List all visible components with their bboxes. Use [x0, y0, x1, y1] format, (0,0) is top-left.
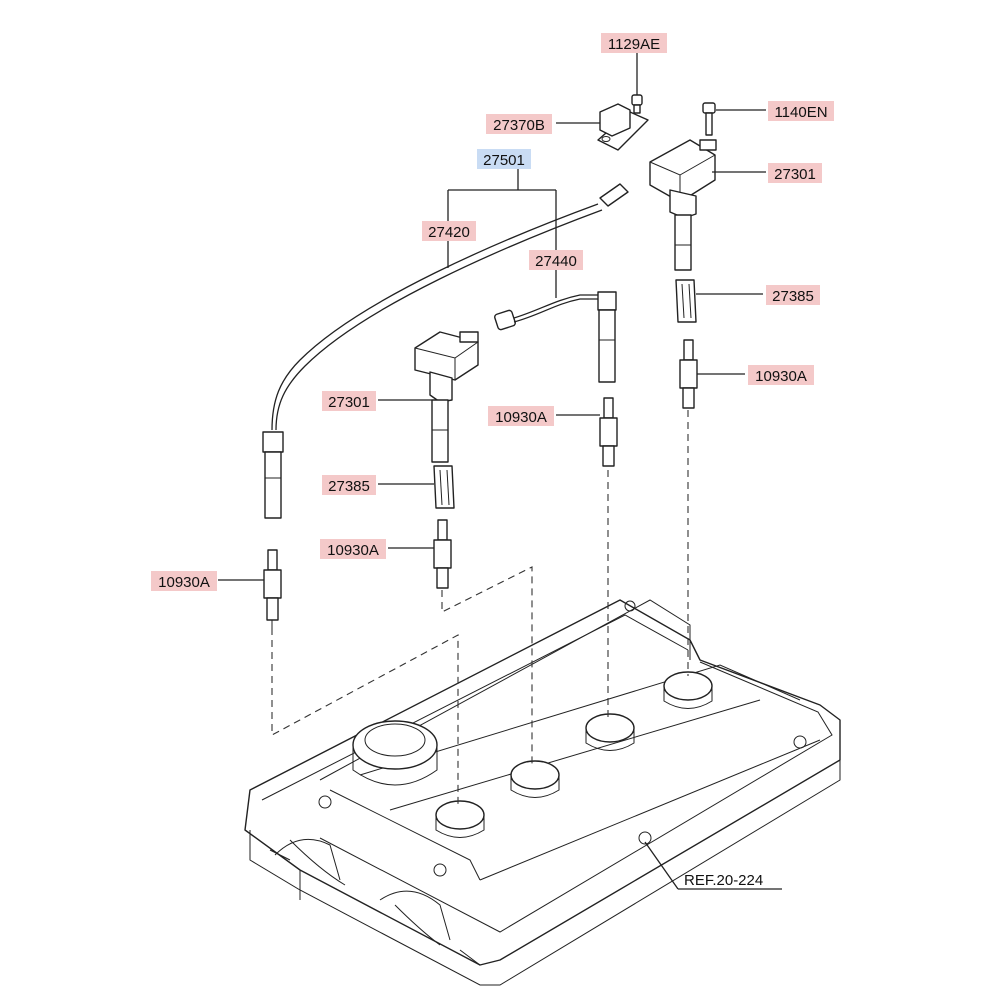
label-text: 27370B: [493, 117, 545, 134]
spark-plug-left: [433, 519, 452, 589]
coil-bracket: [597, 103, 649, 151]
label-10930a-right: 10930A: [748, 365, 814, 385]
label-10930a-center: 10930A: [488, 406, 554, 426]
label-27301-right: 27301: [768, 163, 822, 183]
reference-text: REF.20-224: [684, 872, 763, 889]
label-text: 1129AE: [608, 36, 660, 53]
label-10930a-left-coil: 10930A: [320, 539, 386, 559]
label-text: 10930A: [495, 409, 547, 426]
label-10930a-far-left: 10930A: [151, 571, 217, 591]
label-bg: [488, 406, 554, 426]
label-text: 10930A: [327, 542, 379, 559]
label-text: 1140EN: [774, 104, 827, 121]
label-bg: [748, 365, 814, 385]
cable-short: [494, 291, 617, 383]
label-reference: REF.20-224: [684, 872, 763, 889]
leader-lines: [218, 52, 782, 890]
label-bg: [322, 391, 376, 411]
label-text: 27440: [535, 253, 577, 270]
spark-plug-center: [599, 397, 618, 467]
label-bg: [422, 221, 476, 241]
label-text: 27301: [328, 394, 370, 411]
label-27420: 27420: [422, 221, 476, 241]
label-bg: [486, 114, 552, 134]
label-bg: [768, 101, 834, 121]
label-text: 27301: [774, 166, 816, 183]
ignition-coil-left: [414, 331, 479, 509]
label-27385-right: 27385: [766, 285, 820, 305]
label-bg: [768, 163, 822, 183]
label-bg: [766, 285, 820, 305]
spark-plug-right: [679, 339, 698, 409]
label-text: 27385: [772, 288, 814, 305]
label-27370b: 27370B: [486, 114, 552, 134]
label-bg: [151, 571, 217, 591]
spark-plug-far-left: [263, 549, 282, 628]
label-text: 10930A: [158, 574, 210, 591]
label-27385-left: 27385: [322, 475, 376, 495]
label-1140en: 1140EN: [768, 101, 834, 121]
label-1129ae: 1129AE: [601, 33, 667, 53]
label-27501: 27501: [477, 149, 531, 169]
label-text: 27501: [483, 152, 525, 169]
assembly-lines: [271, 410, 689, 805]
bolt-upper: [631, 94, 643, 114]
cable-long: [262, 183, 629, 519]
label-bg: [320, 539, 386, 559]
label-bg: [477, 149, 531, 169]
label-text: 10930A: [755, 368, 807, 385]
label-text: 27385: [328, 478, 370, 495]
label-27301-left: 27301: [322, 391, 376, 411]
ignition-coil-right: [649, 139, 717, 323]
label-bg: [322, 475, 376, 495]
label-27440: 27440: [529, 250, 583, 270]
label-text: 27420: [428, 224, 470, 241]
label-bg: [529, 250, 583, 270]
cylinder-head-cover: [244, 599, 841, 986]
bolt-right: [702, 102, 716, 136]
label-bg: [601, 33, 667, 53]
